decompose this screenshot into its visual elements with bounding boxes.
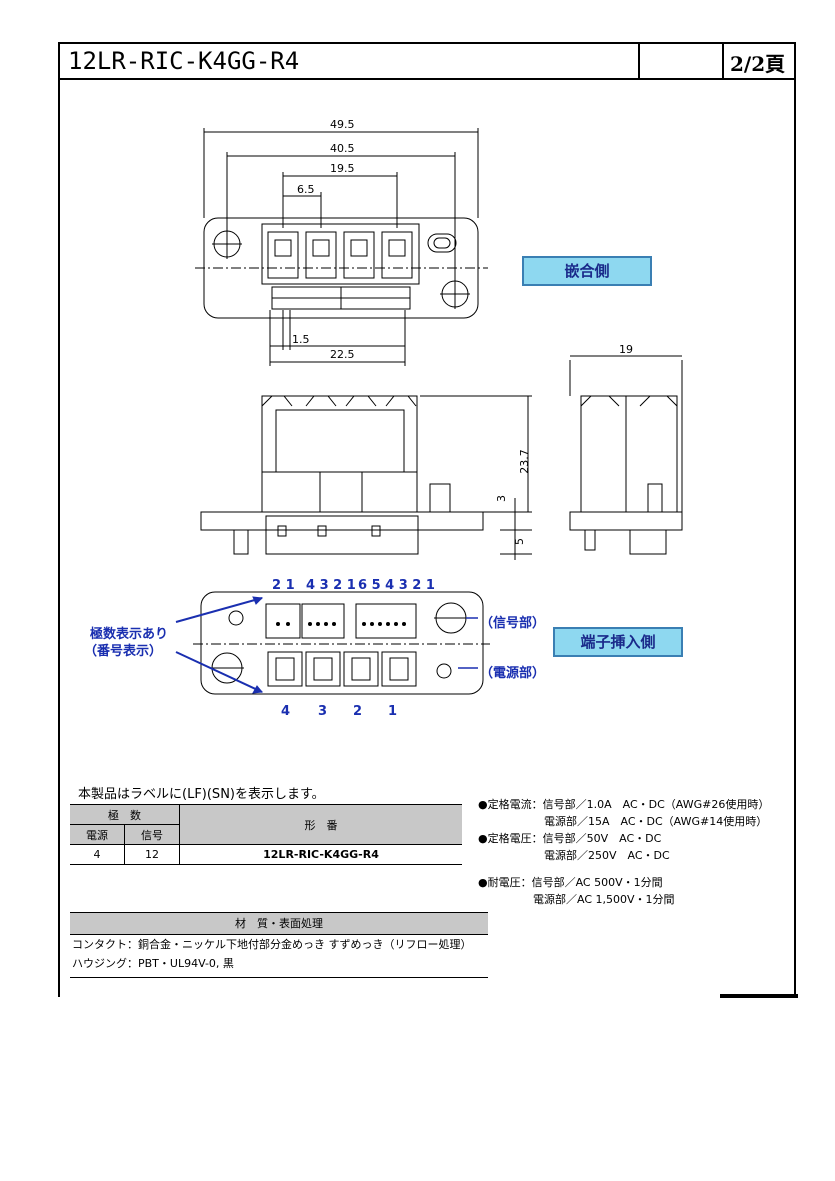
polarity-callout-1: 極数表示あり — [90, 627, 169, 642]
power-pin-number: 1 — [388, 704, 398, 719]
dim-5: 5 — [513, 538, 526, 545]
part-number-title: 12LR-RIC-K4GG-R4 — [68, 47, 300, 75]
table-row: 4 12 12LR-RIC-K4GG-R4 — [70, 844, 462, 865]
pin-numbers-a: 2 1 — [272, 578, 295, 593]
frame-bottom-mark — [720, 994, 798, 998]
housing-material: ハウジング：PBT・UL94V-0, 黒 — [72, 957, 234, 970]
model-cell: 12LR-RIC-K4GG-R4 — [179, 844, 462, 865]
power-pin-number: 4 — [281, 704, 291, 719]
power-header: 電源 — [70, 824, 125, 845]
dim-40-5: 40.5 — [330, 142, 355, 155]
pole-table: 極 数 形 番 電源 信号 4 12 12LR-RIC-K4GG-R4 — [70, 804, 462, 865]
side-view — [569, 355, 683, 555]
polarity-callout-2: （番号表示） — [84, 644, 163, 659]
mating-view — [195, 128, 488, 366]
signal-cell: 12 — [124, 844, 180, 865]
power-part-label: （電源部） — [480, 666, 546, 681]
page-number: 2/2頁 — [730, 52, 786, 76]
signal-header: 信号 — [124, 824, 180, 845]
dim-49-5: 49.5 — [330, 118, 355, 131]
contact-material: コンタクト：銅合金・ニッケル下地付部分金めっき すずめっき（リフロー処理） — [72, 938, 472, 951]
page-cell — [722, 44, 796, 78]
dim-22-5: 22.5 — [330, 348, 355, 361]
mating-side-tag: 嵌合側 — [522, 256, 652, 286]
power-cell: 4 — [70, 844, 125, 865]
frame-left-edge — [58, 975, 60, 997]
model-header: 形 番 — [179, 804, 462, 845]
drawing-frame: 12LR-RIC-K4GG-R4 2/2頁 — [58, 42, 796, 997]
pin-numbers-c: 6 5 4 3 2 1 — [358, 578, 435, 593]
withstand-power: 電源部／AC 1,500V・1分間 — [478, 893, 675, 906]
power-pin-number: 2 — [353, 704, 363, 719]
dim-6-5: 6.5 — [297, 183, 315, 196]
dim-19-5: 19.5 — [330, 162, 355, 175]
pole-group-header: 極 数 — [70, 804, 180, 825]
terminal-view — [175, 591, 490, 695]
pin-numbers-b: 4 3 2 1 — [306, 578, 356, 593]
withstand-signal: ●耐電圧：信号部／AC 500V・1分間 — [478, 876, 663, 889]
front-view — [200, 395, 532, 560]
dim-23-7: 23.7 — [517, 449, 531, 474]
materials-table: 材 質・表面処理 コンタクト：銅合金・ニッケル下地付部分金めっき すずめっき（リ… — [70, 912, 488, 978]
ratings: ●定格電流：信号部／1.0A AC・DC（AWG#26使用時） 電源部／15A … — [478, 796, 769, 908]
rated-voltage-signal: ●定格電圧：信号部／50V AC・DC — [478, 832, 662, 845]
signal-part-label: （信号部） — [480, 616, 546, 631]
materials-header: 材 質・表面処理 — [70, 912, 488, 935]
power-pin-number: 3 — [318, 704, 328, 719]
rated-current-signal: ●定格電流：信号部／1.0A AC・DC（AWG#26使用時） — [478, 798, 770, 811]
dim-1-5: 1.5 — [292, 333, 310, 346]
rated-current-power: 電源部／15A AC・DC（AWG#14使用時） — [478, 815, 768, 828]
label-note: 本製品はラベルに(LF)(SN)を表示します。 — [78, 787, 325, 802]
dim-3: 3 — [495, 495, 508, 502]
title-block: 12LR-RIC-K4GG-R4 2/2頁 — [60, 44, 794, 80]
dim-19: 19 — [619, 343, 633, 356]
rated-voltage-power: 電源部／250V AC・DC — [478, 849, 670, 862]
terminal-side-tag: 端子挿入側 — [553, 627, 683, 657]
title-empty-cell — [638, 44, 724, 78]
